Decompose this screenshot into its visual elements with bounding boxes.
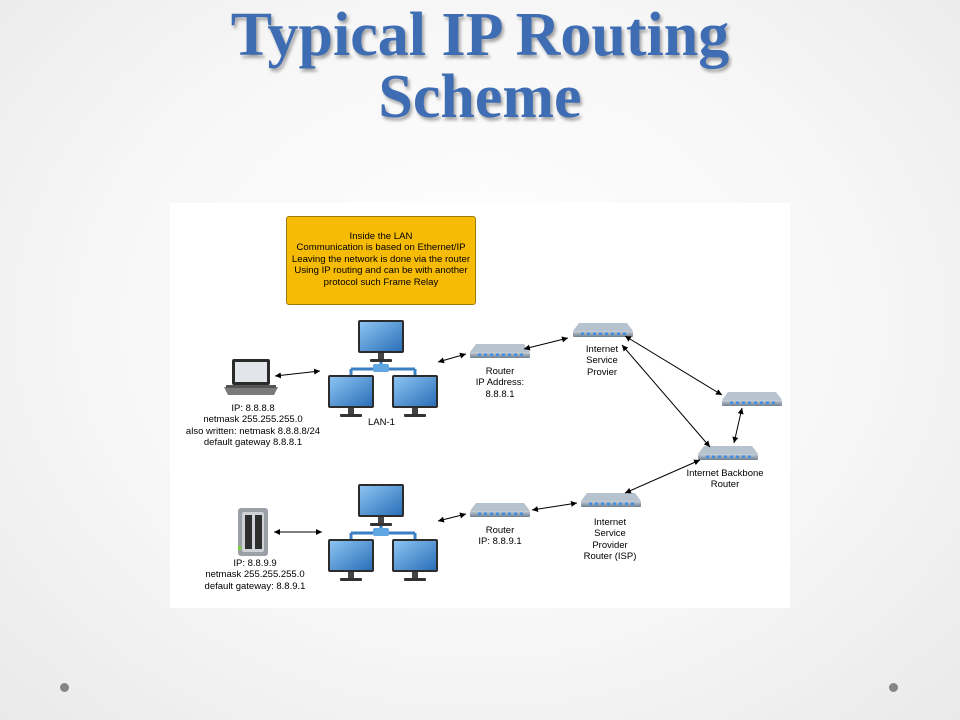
label-line: Internet [585, 344, 619, 355]
info-line: IP: 8.8.9.9 [233, 558, 277, 569]
slide-title-line2: Scheme [378, 63, 582, 131]
router2-label: Router IP: 8.8.9.1 [462, 525, 538, 548]
laptop-icon [224, 359, 278, 395]
label-line: Service [586, 355, 618, 367]
monitor-icon [392, 375, 438, 417]
label-line: Router (ISP) [583, 551, 637, 563]
network-diagram: Inside the LAN Communication is based on… [170, 203, 790, 608]
switch-icon [349, 362, 417, 375]
isp2-label: Internet Service Provider Router (ISP) [570, 517, 650, 563]
info-line: IP: 8.8.8.8 [231, 403, 275, 414]
note-line: Using IP routing and can be with another [294, 265, 468, 277]
note-line: Communication is based on Ethernet/IP [296, 242, 466, 254]
note-line: Leaving the network is done via the rout… [291, 253, 471, 265]
label-line: IP Address: [475, 377, 525, 389]
label-line: 8.8.8.1 [485, 388, 515, 400]
router-icon [470, 503, 530, 517]
monitor-icon [358, 320, 404, 362]
monitor-icon [328, 539, 374, 581]
switch-icon [349, 526, 417, 539]
diagram-graphics [224, 320, 782, 581]
monitor-icon [328, 375, 374, 417]
info-line: default gateway 8.8.8.1 [203, 437, 303, 449]
router-icon [470, 344, 530, 358]
label-line: IP: 8.8.9.1 [478, 536, 522, 548]
isp1-label: Internet Service Provier [572, 344, 632, 378]
label-line: Provier [586, 366, 618, 378]
router1-label: Router IP Address: 8.8.8.1 [460, 366, 540, 400]
label-line: Service [594, 528, 626, 540]
note-line: Inside the LAN [349, 231, 413, 242]
router-icon [573, 323, 633, 337]
label-line: Provider [592, 539, 628, 551]
lan-info-note: Inside the LAN Communication is based on… [286, 216, 476, 305]
backbone-router-label: Internet Backbone Router [675, 468, 775, 491]
router-icon [698, 446, 758, 460]
info-line: default gateway: 8.8.9.1 [204, 580, 306, 592]
label-line: Internet [593, 517, 627, 528]
slide-title: Typical IP Routing Scheme [0, 4, 960, 128]
info-line: also written: netmask 8.8.8.8/24 [185, 425, 321, 437]
label-line: Internet Backbone [686, 468, 764, 479]
router-icon [581, 493, 641, 507]
label-line: Router [710, 479, 740, 491]
label-line: Router [485, 366, 515, 377]
slide-bullet-right [889, 683, 898, 692]
server-ip-info: IP: 8.8.9.9 netmask 255.255.255.0 defaul… [180, 558, 330, 592]
note-line: protocol such Frame Relay [323, 276, 439, 288]
lan-1-label: LAN-1 [368, 417, 395, 428]
info-line: netmask 255.255.255.0 [203, 414, 303, 426]
monitor-icon [392, 539, 438, 581]
slide-bullet-left [60, 683, 69, 692]
monitor-icon [358, 484, 404, 526]
slide-title-line1: Typical IP Routing [230, 1, 730, 69]
label-line: Router [485, 525, 515, 536]
connection-lines [274, 335, 744, 535]
server-icon [238, 508, 268, 556]
laptop-ip-info: IP: 8.8.8.8 netmask 255.255.255.0 also w… [178, 403, 328, 449]
router-icon [722, 392, 782, 406]
info-line: netmask 255.255.255.0 [205, 569, 305, 581]
